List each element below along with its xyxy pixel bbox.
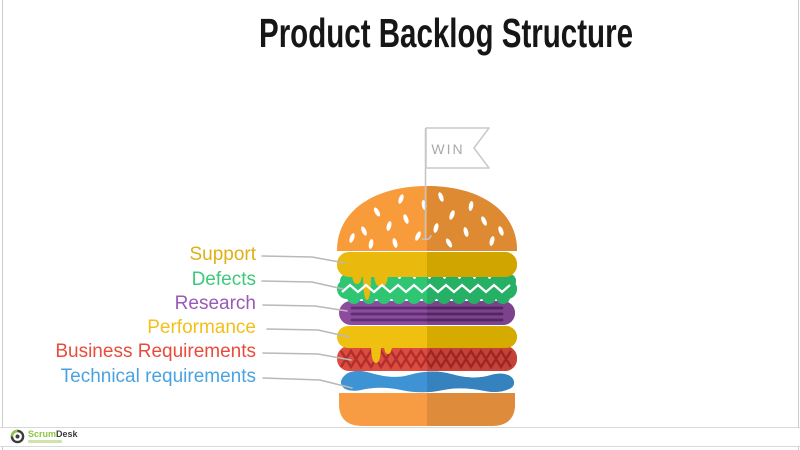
slide-title: Product Backlog Structure — [259, 10, 633, 56]
label-performance: Performance — [147, 317, 256, 338]
flag-pole-hook — [421, 234, 432, 241]
leader-defects — [261, 280, 344, 290]
scrumdesk-logo-icon — [10, 429, 25, 444]
slide-left-border — [2, 0, 3, 450]
logo-word-desk: Desk — [56, 429, 78, 439]
logo-tagline — [28, 440, 62, 443]
flag-pennant — [425, 127, 490, 169]
sesame-seeds — [349, 192, 504, 249]
leader-business — [262, 352, 352, 361]
leader-lines — [261, 255, 353, 389]
leader-research — [262, 304, 348, 312]
leader-support — [261, 255, 346, 264]
leader-performance — [266, 328, 350, 338]
footer-strip: ScrumDesk — [0, 427, 800, 447]
mustard-drip-small — [384, 344, 392, 354]
label-research: Research — [174, 293, 256, 314]
win-flag: WIN — [421, 127, 490, 241]
leader-technical — [262, 377, 353, 389]
scrumdesk-logo: ScrumDesk — [10, 429, 78, 444]
label-business-requirements: Business Requirements — [55, 341, 256, 362]
cheese-drip-small — [352, 272, 362, 284]
scrumdesk-logo-text: ScrumDesk — [28, 430, 78, 443]
label-defects: Defects — [191, 269, 256, 290]
logo-word-scrum: Scrum — [28, 429, 57, 439]
label-support: Support — [189, 244, 256, 265]
mustard-drip — [371, 344, 381, 363]
slide-right-border — [798, 0, 799, 450]
flag-label: WIN — [431, 141, 464, 157]
lettuce-zigzag — [341, 283, 511, 294]
cheese-drip-wide — [374, 272, 388, 287]
label-technical-requirements: Technical requirements — [60, 366, 256, 387]
